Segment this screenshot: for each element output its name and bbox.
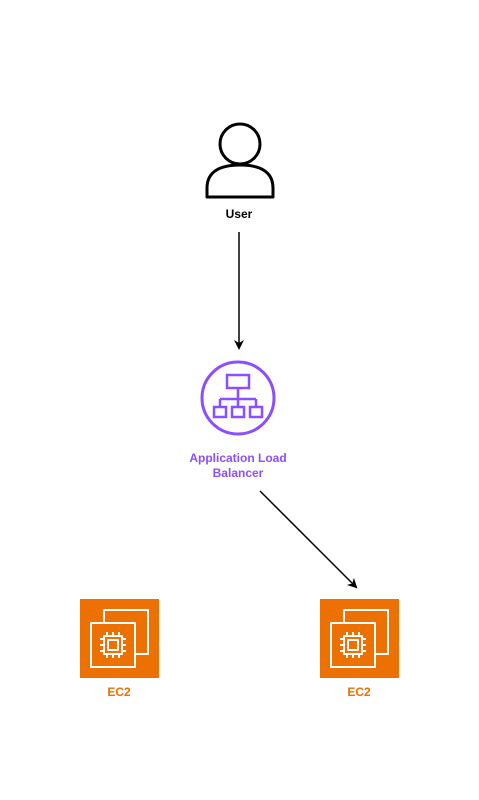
ec2-right-label: EC2: [347, 685, 371, 699]
ec2-left-label: EC2: [107, 685, 131, 699]
user-label: User: [225, 207, 253, 221]
arrow-alb-to-ec2: [259, 490, 358, 589]
ec2-left-icon: [80, 599, 159, 678]
alb-label-line1: Application Load: [189, 451, 287, 465]
alb-label-line2: Balancer: [212, 466, 264, 480]
application-load-balancer-icon: [200, 360, 276, 436]
alb-label: Application Load Balancer: [164, 451, 312, 481]
user-icon: [205, 122, 275, 199]
ec2-right-icon: [320, 599, 399, 678]
